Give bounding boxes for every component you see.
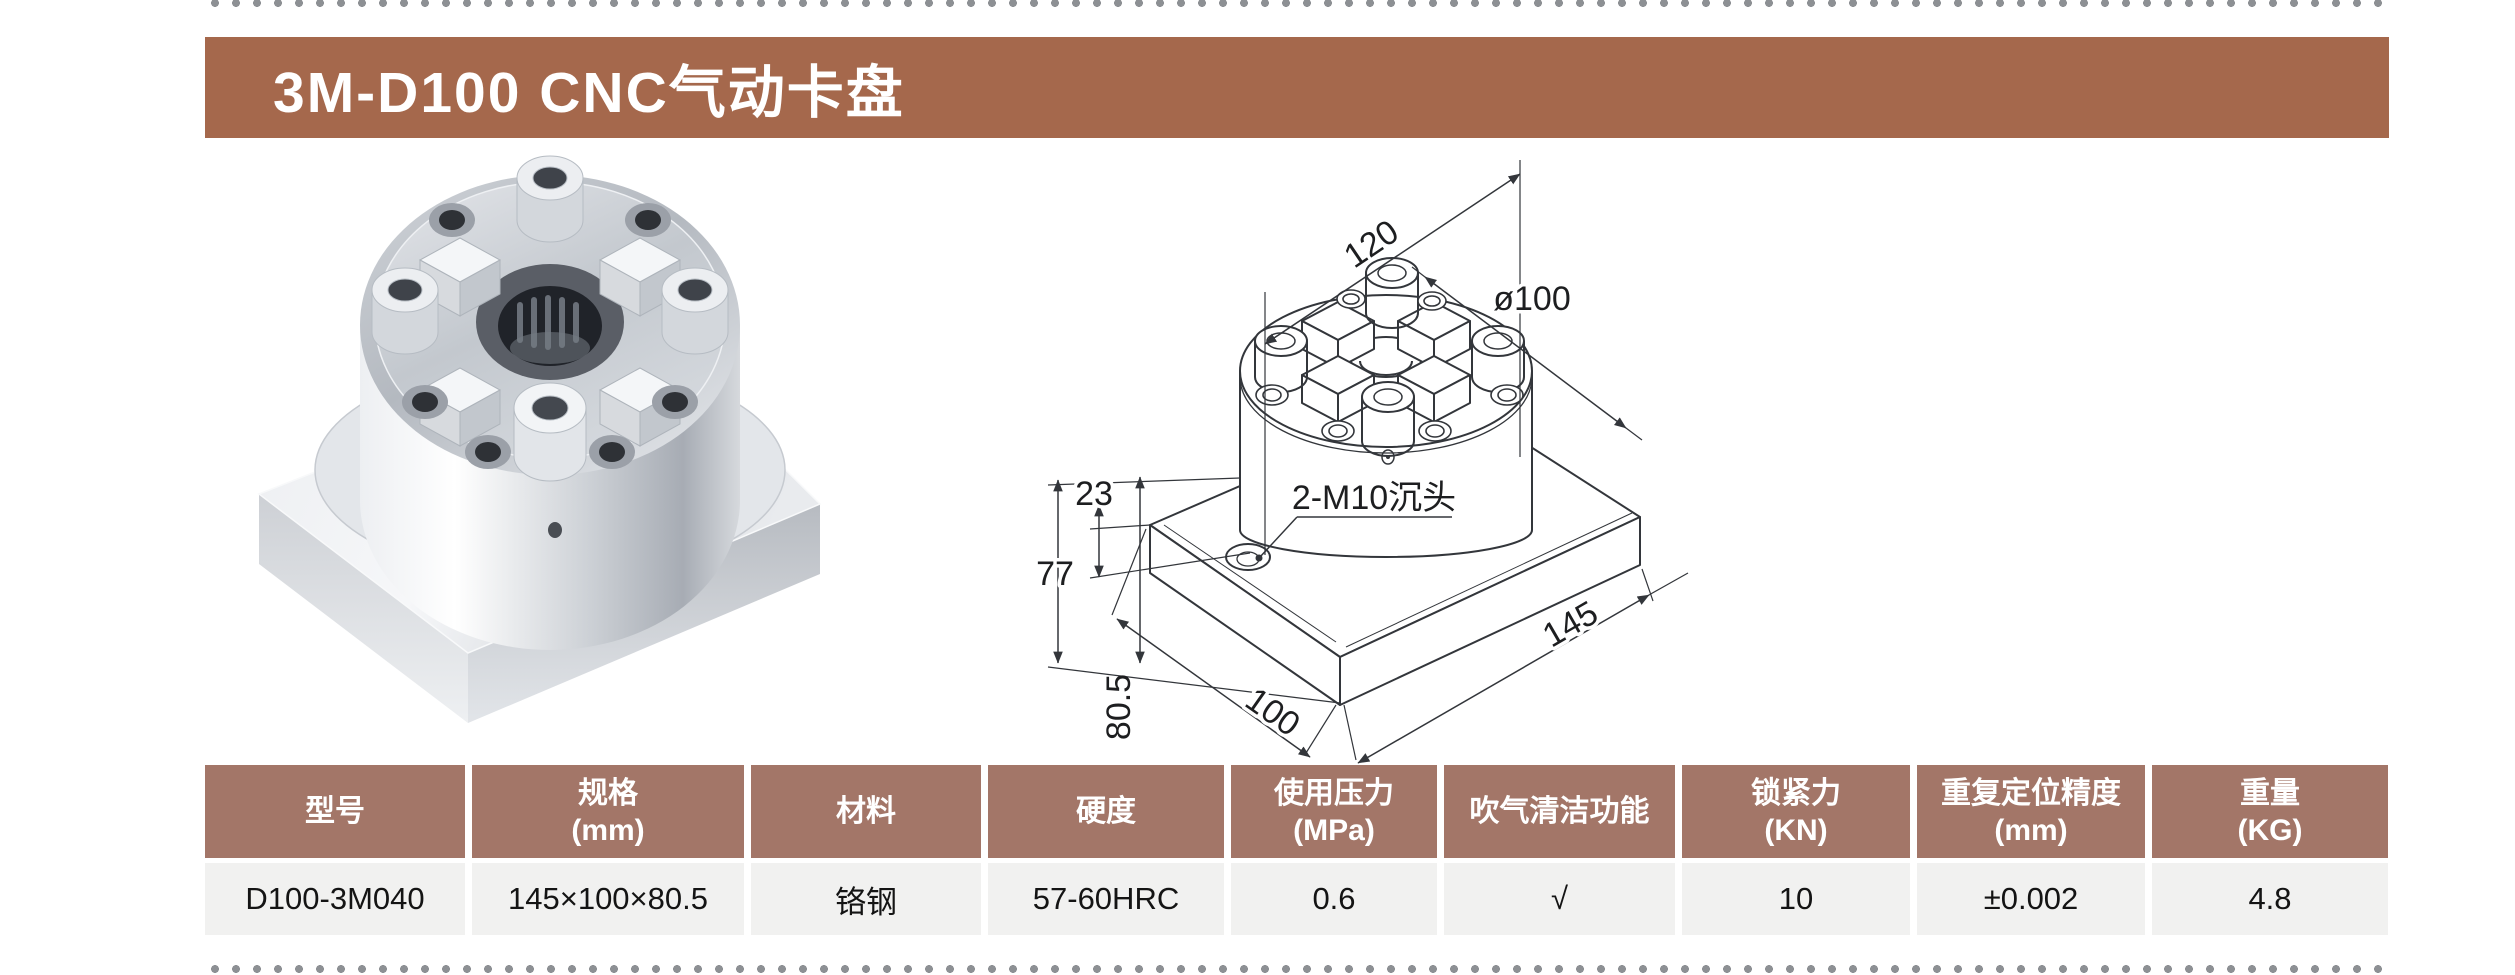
col-header-hardness: 硬度	[988, 765, 1231, 858]
col-header-material: 材料	[751, 765, 988, 858]
cell-air-clean: √	[1444, 863, 1682, 935]
col-header-size: 规格(mm)	[472, 765, 751, 858]
spec-table-header: 型号 规格(mm) 材料 硬度 使用压力(MPa) 吹气清洁功能 锁紧力(KN)…	[205, 765, 2389, 858]
technical-drawing: 120 ø100 23 77 80.5 100 145 2-M10沉头	[1033, 160, 1689, 764]
dim-100: 100	[1238, 680, 1306, 744]
photo-socket-screws	[402, 203, 698, 469]
perforation-dots-top	[205, 0, 2389, 9]
photo-body-port	[548, 522, 562, 538]
col-header-repeat-accuracy: 重复定位精度(mm)	[1917, 765, 2152, 858]
cell-repeat-accuracy: ±0.002	[1917, 863, 2152, 935]
cell-pressure: 0.6	[1231, 863, 1444, 935]
cell-size: 145×100×80.5	[472, 863, 751, 935]
cell-weight: 4.8	[2152, 863, 2388, 935]
counterbore-label: 2-M10沉头	[1292, 479, 1456, 517]
dim-23: 23	[1075, 475, 1113, 513]
perforation-dots-bottom	[205, 962, 2389, 975]
page-title: 3M-D100 CNC气动卡盘	[273, 60, 905, 125]
spec-table: 型号 规格(mm) 材料 硬度 使用压力(MPa) 吹气清洁功能 锁紧力(KN)…	[205, 765, 2389, 935]
dim-80-5: 80.5	[1100, 674, 1138, 740]
col-header-lock-force: 锁紧力(KN)	[1682, 765, 1917, 858]
cell-model: D100-3M040	[205, 863, 472, 935]
col-header-pressure: 使用压力(MPa)	[1231, 765, 1444, 858]
cell-hardness: 57-60HRC	[988, 863, 1231, 935]
col-header-weight: 重量(KG)	[2152, 765, 2388, 858]
photo-clamp-posts	[371, 155, 729, 482]
col-header-air-clean: 吹气清洁功能	[1444, 765, 1682, 858]
product-photo	[257, 155, 822, 723]
cell-lock-force: 10	[1682, 863, 1917, 935]
dim-diameter: ø100	[1493, 280, 1571, 318]
spec-table-row: D100-3M040 145×100×80.5 铬钢 57-60HRC 0.6 …	[205, 863, 2389, 935]
title-bar: 3M-D100 CNC气动卡盘	[205, 37, 2389, 138]
drawing-dimension-lines	[1047, 160, 1689, 764]
dim-77: 77	[1036, 555, 1074, 593]
col-header-model: 型号	[205, 765, 472, 858]
cell-material: 铬钢	[751, 863, 988, 935]
